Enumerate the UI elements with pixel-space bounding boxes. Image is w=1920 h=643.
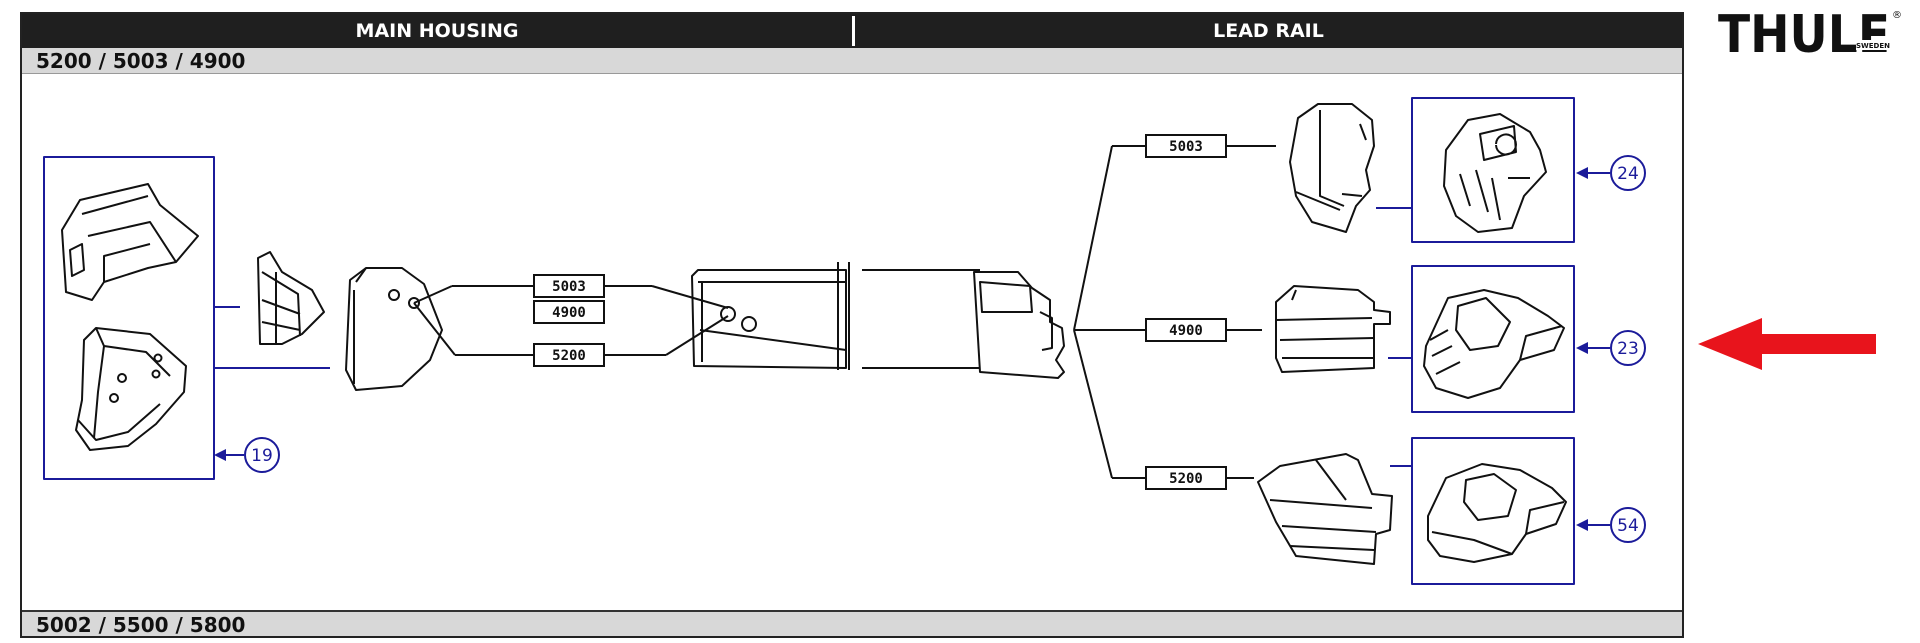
label-box-housing-4900 xyxy=(533,300,605,324)
diagram-frame: MAIN HOUSING LEAD RAIL 5200 / 5003 / 490… xyxy=(20,12,1684,638)
callout-23-circle xyxy=(1610,330,1646,366)
callout-24-circle xyxy=(1610,155,1646,191)
callout-19-circle xyxy=(244,437,280,473)
rail-end-5200 xyxy=(1257,453,1393,565)
housing-bar xyxy=(691,262,980,370)
arrow-23-icon xyxy=(1576,342,1588,354)
housing-end-piece-bottom xyxy=(75,327,187,451)
label-housing-4900: 4900 xyxy=(552,305,586,321)
label-box-rail-4900 xyxy=(1145,318,1227,342)
logo-subtext: SWEDEN xyxy=(1856,42,1890,50)
part-54-box xyxy=(1411,437,1575,585)
label-housing-5003: 5003 xyxy=(552,279,586,295)
label-housing-5200: 5200 xyxy=(552,348,586,364)
callout-54-number: 54 xyxy=(1617,516,1639,536)
header-divider xyxy=(852,16,855,46)
label-rail-5200: 5200 xyxy=(1169,471,1203,487)
part-23-box xyxy=(1411,265,1575,413)
arrow-24-icon xyxy=(1576,167,1588,179)
label-box-housing-5003 xyxy=(533,274,605,298)
logo-wordmark: THULE xyxy=(1718,6,1890,62)
part-24-drawing xyxy=(1443,113,1547,233)
header-bar: MAIN HOUSING LEAD RAIL xyxy=(22,14,1682,48)
top-model-strip: 5200 / 5003 / 4900 xyxy=(22,48,1682,74)
part-24-box xyxy=(1411,97,1575,243)
thule-logo: THULE SWEDEN ® xyxy=(1718,6,1902,62)
rail-end-4900 xyxy=(1275,285,1391,373)
housing-end-piece-top xyxy=(61,183,199,301)
logo-registered-mark: ® xyxy=(1892,10,1902,21)
bottom-model-strip: 5002 / 5500 / 5800 xyxy=(22,610,1682,637)
label-box-housing-5200 xyxy=(533,343,605,367)
part-23-drawing xyxy=(1423,289,1565,399)
part-54-drawing xyxy=(1427,463,1567,563)
callout-19-number: 19 xyxy=(251,446,273,466)
arrow-19-icon xyxy=(214,449,226,461)
label-rail-4900: 4900 xyxy=(1169,323,1203,339)
arrow-54-icon xyxy=(1576,519,1588,531)
rail-end-5003 xyxy=(1289,103,1375,233)
part-19-box xyxy=(43,156,215,480)
lead-rail-connector xyxy=(973,271,1065,379)
label-rail-5003: 5003 xyxy=(1169,139,1203,155)
highlight-arrow-icon xyxy=(1698,318,1876,370)
main-housing-body xyxy=(345,267,443,391)
label-box-rail-5003 xyxy=(1145,134,1227,158)
callout-24-number: 24 xyxy=(1617,164,1639,184)
lead-rail-title: LEAD RAIL xyxy=(1213,20,1324,42)
housing-cap-piece xyxy=(257,251,325,345)
callout-54-circle xyxy=(1610,507,1646,543)
callout-23-number: 23 xyxy=(1617,339,1639,359)
main-housing-title: MAIN HOUSING xyxy=(355,20,519,42)
label-box-rail-5200 xyxy=(1145,466,1227,490)
